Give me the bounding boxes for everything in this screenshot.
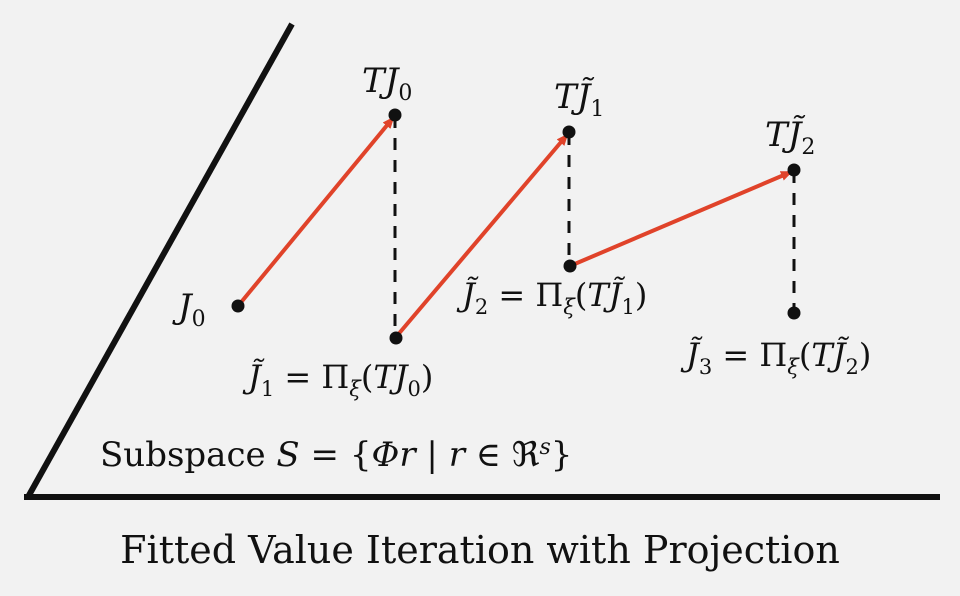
label-tj2: TJ̃2 [765, 115, 815, 160]
label-j3-projection: J̃3 = Πξ(TJ̃2) [680, 336, 871, 379]
t-arrow-3 [569, 170, 793, 268]
subspace-slanted-edge [25, 22, 295, 499]
label-tj0: TJ0 [362, 61, 412, 106]
point-tj0 [388, 108, 402, 122]
point-j1 [389, 331, 403, 345]
point-j3 [787, 306, 801, 320]
t-arrow-2 [394, 133, 569, 339]
subspace-label: Subspace S = {Φr | r ∈ ℜs} [100, 435, 572, 475]
point-j2 [563, 259, 577, 273]
label-j2-projection: J̃2 = Πξ(TJ̃1) [456, 276, 647, 319]
label-j0: J0 [172, 287, 206, 332]
point-j0 [231, 299, 245, 313]
point-tj1 [562, 125, 576, 139]
t-arrow-1 [236, 116, 395, 308]
diagram-caption: Fitted Value Iteration with Projection [120, 528, 840, 572]
label-j1-projection: J̃1 = Πξ(TJ0) [242, 358, 433, 401]
point-tj2 [787, 163, 801, 177]
label-tj1: TJ̃1 [554, 77, 604, 122]
